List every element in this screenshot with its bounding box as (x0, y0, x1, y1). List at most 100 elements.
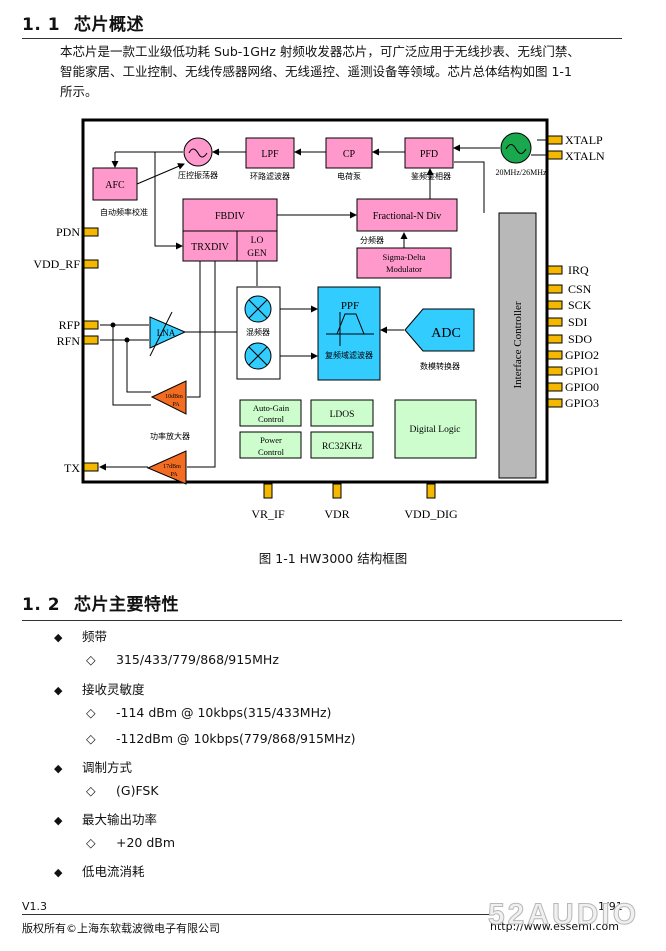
feature-value: ◇ -112dBm @ 10kbps(779/868/915MHz) (86, 731, 356, 746)
ldos-block (310, 399, 374, 427)
pin-vdd-rf (83, 259, 99, 269)
pa-label: 功率放大器 (150, 431, 190, 441)
footer-page-number: 1/91 (598, 900, 623, 913)
fractional-n-div-block (356, 198, 458, 232)
pin-gpio2 (547, 350, 563, 360)
heading-rule (22, 620, 622, 621)
cp-label: 电荷泵 (337, 171, 361, 181)
ppf-text: PPF (341, 300, 359, 312)
sigma-delta-block (356, 247, 452, 279)
lpf-label: 环路滤波器 (250, 171, 290, 181)
pin-label: VR_IF (251, 507, 285, 521)
fbdiv-text: FBDIV (215, 211, 246, 222)
pin-label: CSN (568, 282, 592, 296)
pa-text: 17dBm (163, 464, 181, 470)
pin-label: XTALN (565, 149, 605, 163)
pin-rfn (83, 335, 99, 345)
pin-label: TX (64, 461, 80, 475)
lpf-block (245, 137, 295, 169)
feature-value-text: -114 dBm @ 10kbps(315/433MHz) (116, 705, 332, 720)
intro-paragraph: 本芯片是一款工业级低功耗 Sub-1GHz 射频收发器芯片，可广泛应用于无线抄表… (60, 42, 630, 102)
pin-label: RFP (59, 318, 81, 332)
power-control-block (239, 431, 302, 459)
pa-text: 10dBm (165, 394, 183, 400)
cp-block (325, 137, 373, 169)
interface-controller-block (498, 212, 537, 479)
feature-item: ◆接收灵敏度 (54, 679, 145, 698)
footer-version: V1.3 (22, 900, 48, 913)
pfd-text: PFD (420, 149, 438, 160)
pin-label: GPIO2 (565, 348, 599, 362)
chip-outline (81, 118, 549, 484)
footer-copyright: 版权所有©上海东软载波微电子有限公司 (22, 922, 220, 935)
pin-label: PDN (56, 225, 80, 239)
pin-label: VDD_RF (33, 257, 80, 271)
pin-tx (83, 462, 99, 472)
pa-17dbm-symbol (146, 450, 187, 485)
pin-label: IRQ (568, 263, 589, 277)
lpf-text: LPF (261, 149, 279, 160)
footer-url[interactable]: http://www.essemi.com (490, 920, 619, 933)
mixer-label: 混频器 (246, 327, 270, 337)
ifc-text: Interface Controller (512, 301, 524, 388)
sdm-text: Sigma-Delta (383, 252, 426, 262)
ppf-label: 复频域滤波器 (325, 350, 373, 360)
section-number: 1. 1 (22, 15, 61, 35)
pin-gpio3 (547, 398, 563, 408)
pin-sdi (547, 317, 563, 327)
feature-value: ◇ 315/433/779/868/915MHz (86, 652, 279, 667)
feature-value: ◇+20 dBm (86, 835, 175, 850)
diamond-bullet-icon: ◆ (54, 684, 63, 697)
feature-label: 调制方式 (82, 760, 133, 775)
pin-vr-if (263, 483, 273, 499)
pin-label: XTALP (565, 133, 603, 147)
pin-label: GPIO1 (565, 364, 599, 378)
vco-symbol (183, 137, 213, 167)
hollow-diamond-icon: ◇ (86, 705, 96, 720)
pin-label: GPIO0 (565, 380, 599, 394)
pin-xtalp (547, 135, 563, 145)
feature-item: ◆频带 (54, 626, 107, 645)
pa-text: PA (170, 472, 178, 478)
pa-text: PA (172, 402, 180, 408)
trxdiv-block (182, 230, 238, 262)
figure-caption: 图 1-1 HW3000 结构框图 (258, 551, 408, 566)
hollow-diamond-icon: ◇ (86, 783, 96, 798)
lna-text: LNA (157, 328, 176, 338)
section-number: 1. 2 (22, 595, 61, 615)
section-title: 芯片主要特性 (74, 595, 179, 615)
diamond-bullet-icon: ◆ (54, 814, 63, 827)
digital-logic-block (394, 399, 477, 459)
watermark-logo: 52AUDIO (487, 898, 640, 932)
lo-gen-text: LO (251, 236, 264, 246)
feature-label: 低电流消耗 (82, 864, 145, 879)
trxdiv-text: TRXDIV (191, 242, 230, 253)
xtal-freq-label: 20MHz/26MHz (495, 168, 547, 177)
pin-xtaln (547, 150, 563, 160)
cp-text: CP (343, 149, 356, 160)
dl-text: Digital Logic (410, 425, 461, 435)
feature-value-text: -112dBm @ 10kbps(779/868/915MHz) (116, 731, 356, 746)
pin-gpio0 (547, 382, 563, 392)
agc-text: Control (258, 414, 285, 424)
pin-gpio1 (547, 366, 563, 376)
section-title: 芯片概述 (74, 15, 144, 35)
pfd-label: 鉴频鉴相器 (411, 171, 451, 181)
agc-text: Auto-Gain (253, 403, 290, 413)
afc-text: AFC (105, 180, 125, 191)
hollow-diamond-icon: ◇ (86, 652, 96, 667)
frac-text: Fractional-N Div (373, 211, 442, 222)
pin-sdo (547, 334, 563, 344)
feature-value-text: (G)FSK (116, 783, 159, 798)
pin-label: RFN (57, 334, 81, 348)
diamond-bullet-icon: ◆ (54, 762, 63, 775)
pwr-text: Control (258, 447, 285, 457)
intro-line: 所示。 (60, 84, 98, 99)
feature-value-text: 315/433/779/868/915MHz (116, 652, 279, 667)
hollow-diamond-icon: ◇ (86, 731, 96, 746)
feature-value: ◇ -114 dBm @ 10kbps(315/433MHz) (86, 705, 331, 720)
pa-10dbm-symbol (150, 380, 187, 415)
crystal-oscillator-symbol (500, 132, 532, 164)
hollow-diamond-icon: ◇ (86, 835, 96, 850)
pin-vdd-dig (426, 483, 436, 499)
